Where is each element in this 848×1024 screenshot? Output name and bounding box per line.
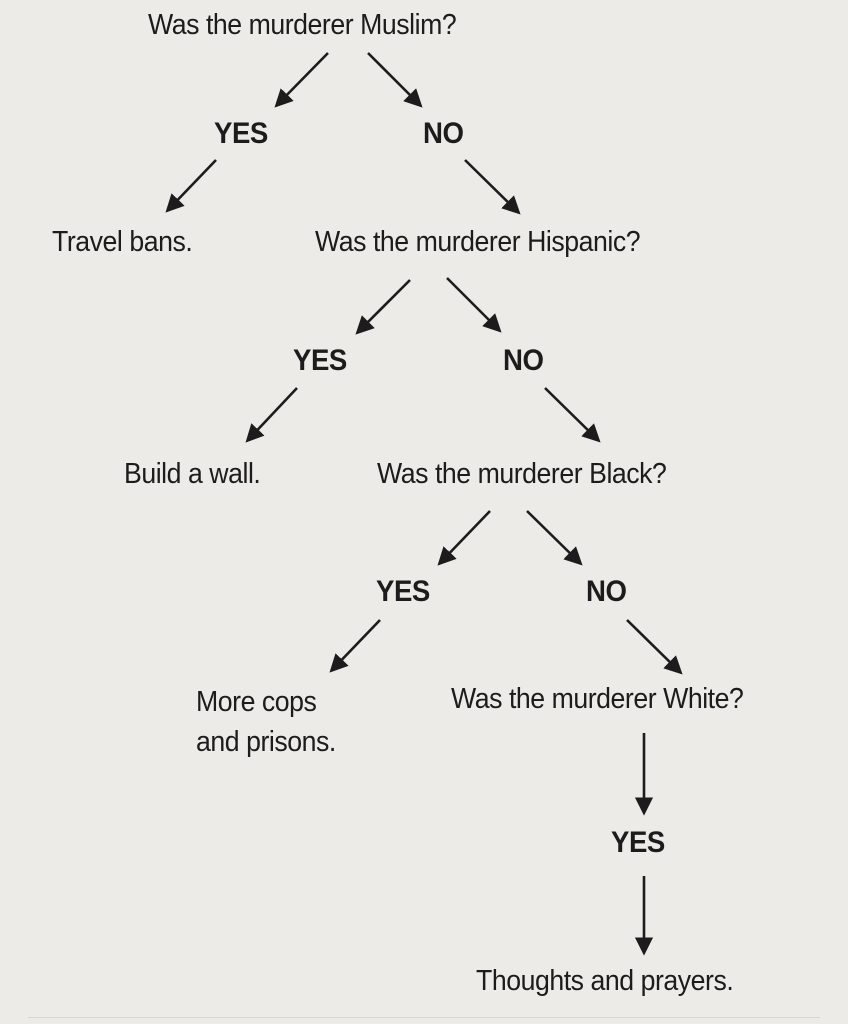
- arrow-yes-travel-bans: [165, 159, 217, 213]
- muslim-yes-label: YES: [214, 117, 268, 150]
- arrow-q2-yes: [355, 279, 411, 335]
- arrow-q1-yes: [274, 52, 329, 108]
- arrow-no-q2: [464, 159, 521, 215]
- hispanic-yes-label: YES: [293, 344, 347, 377]
- question-hispanic: Was the murderer Hispanic?: [315, 226, 641, 258]
- question-black: Was the murderer Black?: [377, 458, 667, 490]
- bottom-divider: [28, 1017, 820, 1018]
- answer-travel-bans: Travel bans.: [52, 226, 193, 258]
- black-no-label: NO: [586, 575, 627, 608]
- hispanic-no-label: NO: [503, 344, 544, 377]
- arrow-no-q4: [626, 619, 683, 675]
- answer-more-cops-prisons: More cops and prisons.: [196, 686, 336, 758]
- arrow-q2-no: [446, 277, 502, 333]
- arrow-q1-no: [367, 52, 423, 108]
- question-white: Was the murderer White?: [451, 683, 744, 715]
- black-yes-label: YES: [376, 575, 430, 608]
- white-yes-label: YES: [611, 826, 665, 859]
- answer-build-wall: Build a wall.: [124, 458, 261, 490]
- arrow-q3-no: [526, 510, 583, 566]
- muslim-no-label: NO: [423, 117, 464, 150]
- arrow-yes-more-cops: [329, 619, 381, 673]
- arrow-yes-build-wall: [245, 387, 298, 443]
- arrow-q3-yes: [437, 510, 491, 566]
- question-muslim: Was the murderer Muslim?: [148, 9, 457, 41]
- answer-thoughts-prayers: Thoughts and prayers.: [476, 965, 734, 997]
- arrow-no-q3: [544, 387, 601, 443]
